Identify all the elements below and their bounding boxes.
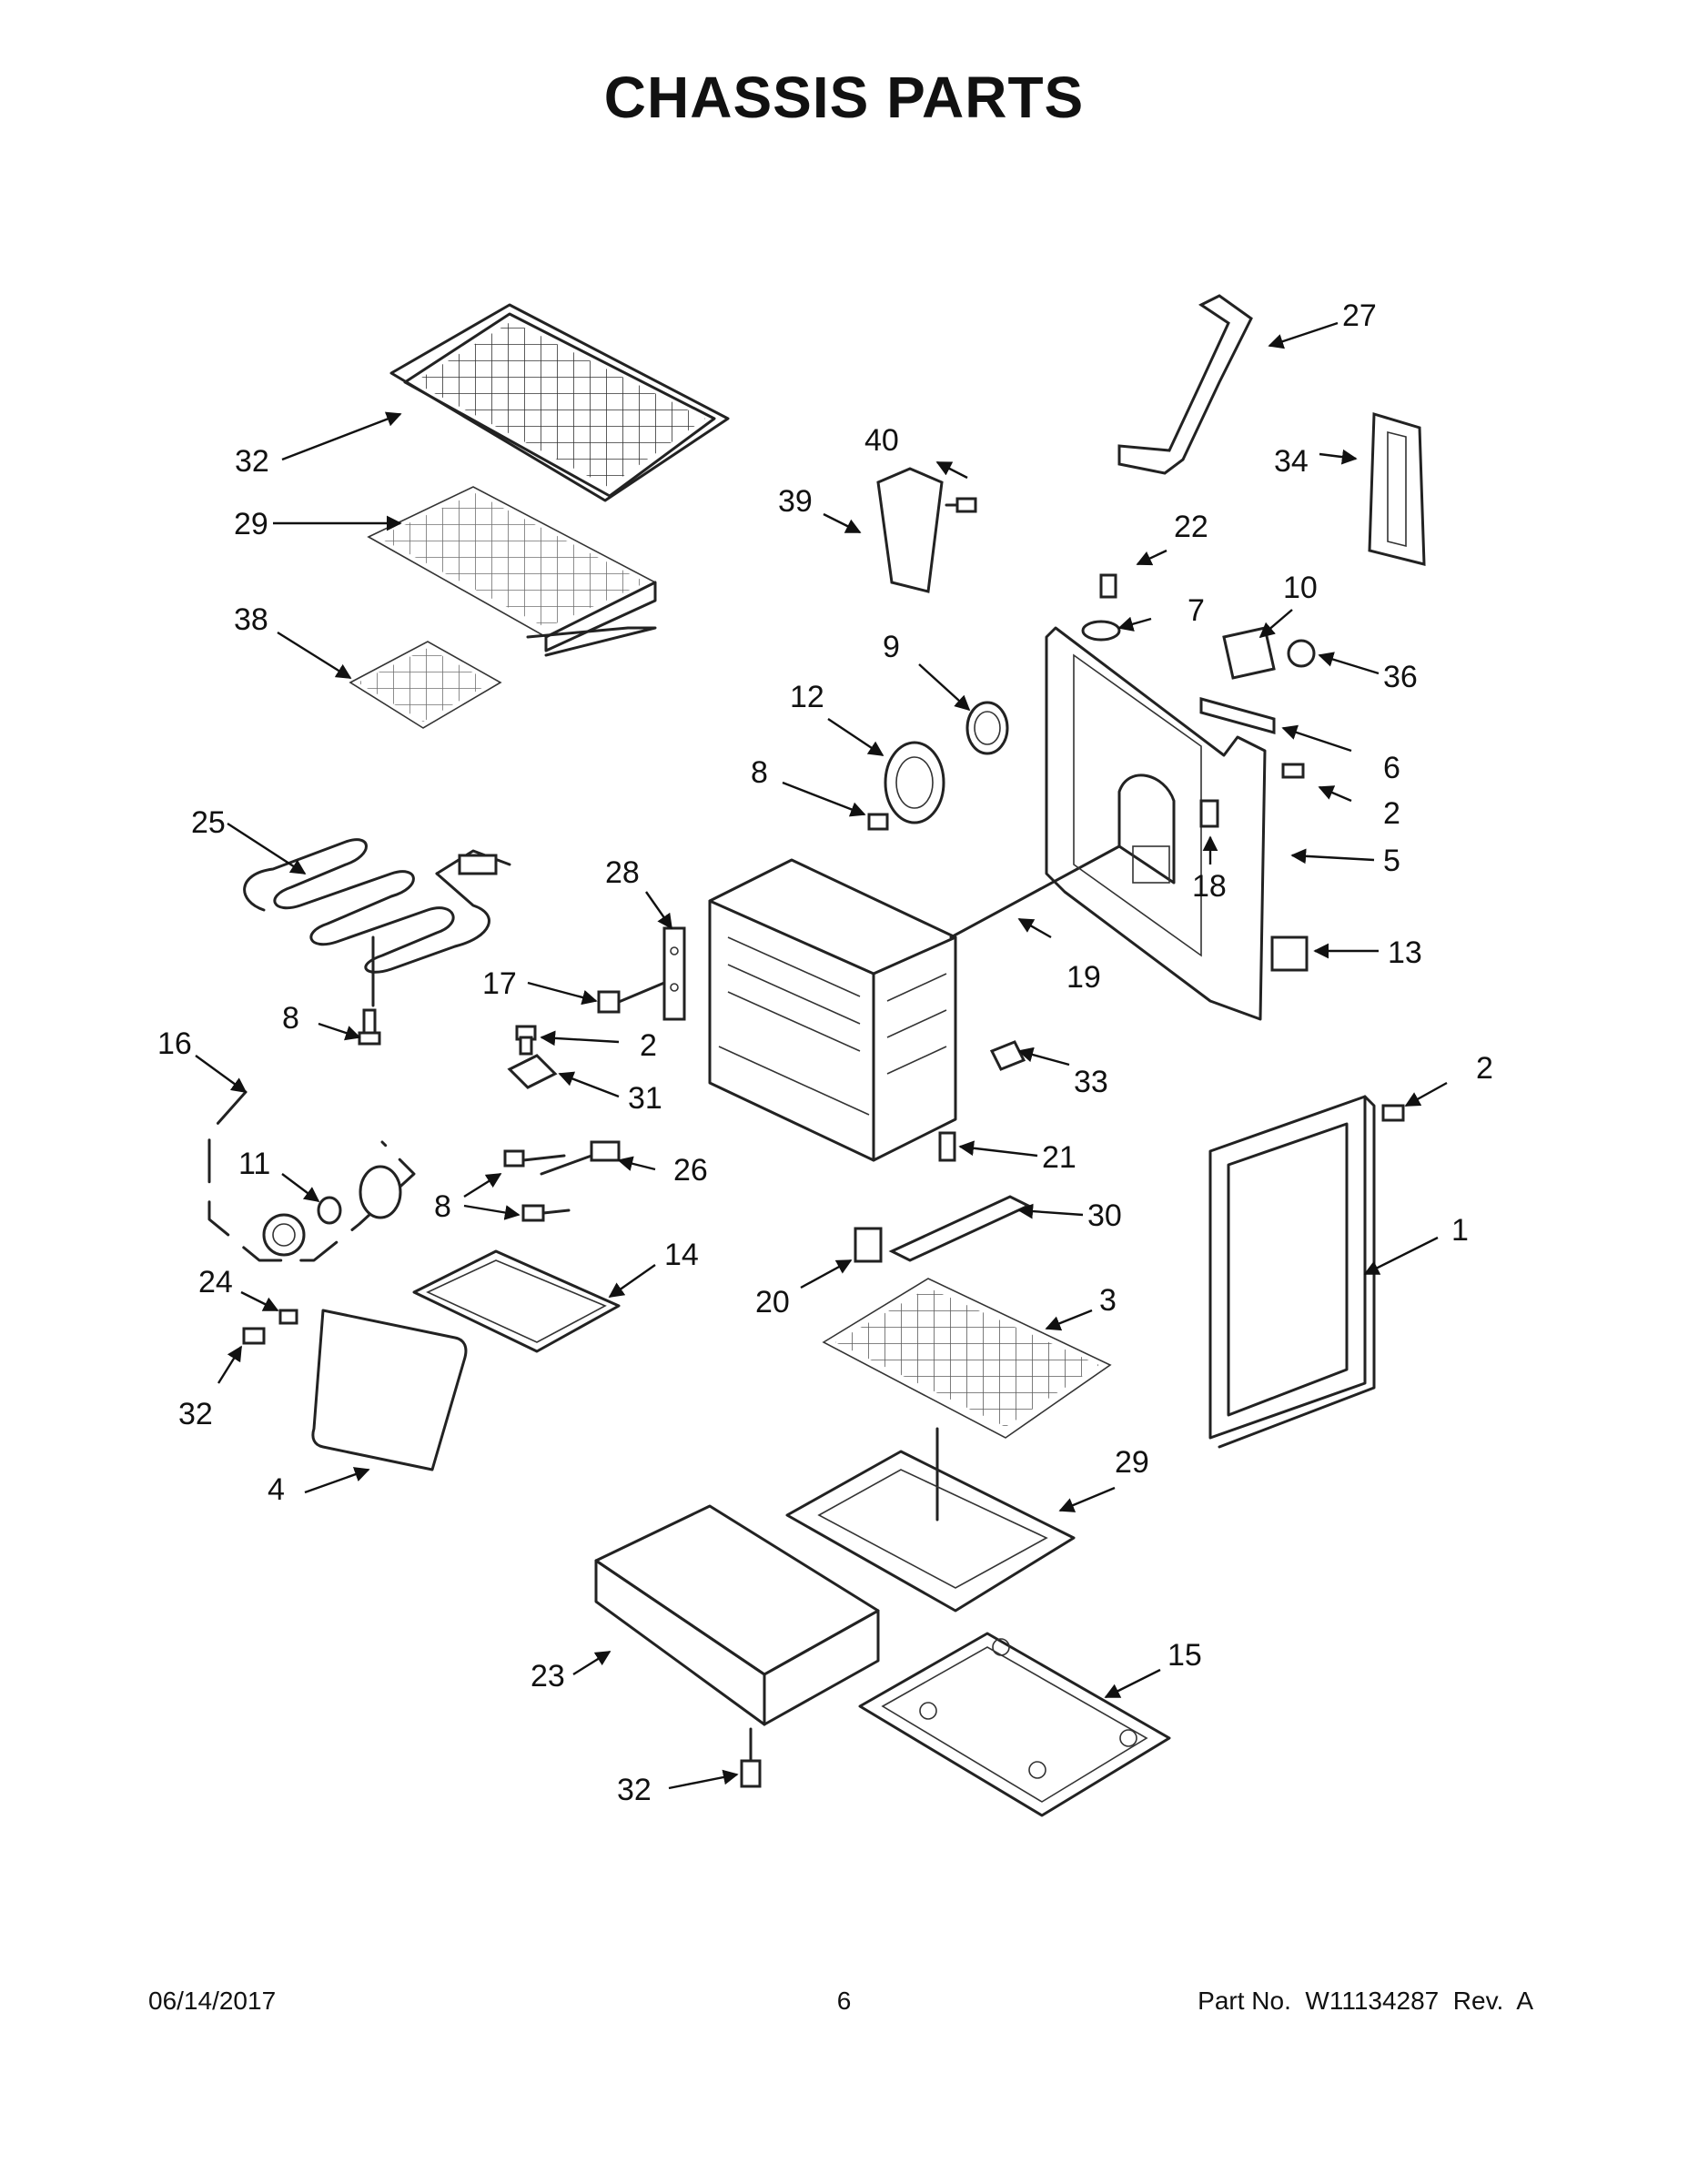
bottom-panel-15-illustration bbox=[858, 1632, 1171, 1817]
callout-30: 30 bbox=[1087, 1198, 1122, 1233]
latch-20-illustration bbox=[854, 1227, 883, 1263]
rail-30-illustration bbox=[888, 1195, 1032, 1262]
sensor-illustration bbox=[597, 981, 666, 1014]
callout-4: 4 bbox=[268, 1472, 285, 1507]
callout-37: 32 bbox=[235, 444, 269, 479]
sensor-26-illustration bbox=[540, 1140, 621, 1176]
callout-39: 39 bbox=[778, 484, 813, 519]
screw-2-right-illustration bbox=[1281, 763, 1305, 779]
callout-24: 24 bbox=[198, 1265, 233, 1299]
callout-2-lower-right: 2 bbox=[1476, 1051, 1493, 1086]
callout-13: 13 bbox=[1388, 935, 1422, 970]
bracket-6-illustration bbox=[1199, 697, 1276, 734]
callout-6: 6 bbox=[1383, 751, 1400, 785]
callout-19: 19 bbox=[1066, 960, 1101, 995]
callout-36: 36 bbox=[1383, 660, 1418, 694]
footer-date: 06/14/2017 bbox=[148, 1987, 277, 2015]
callout-26: 26 bbox=[673, 1153, 708, 1188]
callout-20: 20 bbox=[755, 1285, 790, 1320]
screw-2-mid-illustration bbox=[515, 1025, 537, 1056]
footer-page-number: 6 bbox=[836, 1987, 852, 2015]
callout-labels: 32 29 38 25 28 17 8 2 31 16 11 26 8 14 2… bbox=[157, 298, 1493, 1807]
callout-11: 11 bbox=[238, 1147, 270, 1181]
oven-rack-top-illustration bbox=[389, 303, 730, 502]
callout-31: 31 bbox=[628, 1081, 662, 1116]
clip-34-illustration bbox=[989, 1040, 1026, 1071]
callout-22: 22 bbox=[1174, 510, 1208, 544]
bottom-pan-29-illustration bbox=[785, 1450, 1076, 1613]
screw-2-lower-right-illustration bbox=[1381, 1104, 1405, 1122]
callout-35: 34 bbox=[1274, 444, 1309, 479]
callout-1: 1 bbox=[1451, 1213, 1469, 1248]
bake-element-illustration bbox=[243, 838, 511, 1007]
callout-32-left: 32 bbox=[178, 1397, 213, 1431]
clip-18-illustration bbox=[1199, 799, 1219, 828]
callout-2-mid: 2 bbox=[640, 1028, 657, 1063]
screw-40-illustration bbox=[945, 497, 977, 513]
screw-22-illustration bbox=[1099, 573, 1117, 599]
callout-3: 3 bbox=[1099, 1283, 1117, 1318]
screw-8-mid-illustration bbox=[867, 813, 889, 831]
callout-17: 17 bbox=[482, 966, 517, 1001]
callout-12: 12 bbox=[790, 680, 824, 714]
callout-27: 27 bbox=[1342, 298, 1377, 333]
fan-12-illustration bbox=[884, 741, 945, 824]
callout-9: 9 bbox=[883, 630, 900, 664]
callout-2-right: 2 bbox=[1383, 796, 1400, 831]
bracket-31-illustration bbox=[507, 1054, 558, 1089]
screw-32-bottom-illustration bbox=[740, 1759, 762, 1788]
bracket-35-illustration bbox=[1368, 412, 1426, 566]
bracket-13-illustration bbox=[1270, 935, 1309, 972]
callout-18: 18 bbox=[1192, 869, 1227, 904]
half-rack-illustration bbox=[349, 641, 502, 729]
oven-cavity-illustration bbox=[708, 858, 957, 1162]
bracket-39-illustration bbox=[876, 467, 944, 593]
light-socket-11-illustration bbox=[262, 1165, 402, 1257]
footer-part-number: Part No. W11134287 Rev. A bbox=[1198, 1987, 1533, 2015]
broil-element-14-illustration bbox=[412, 1249, 621, 1353]
callout-40: 40 bbox=[864, 423, 899, 458]
screw-8-lower-illustration bbox=[503, 1149, 571, 1222]
brace-27-illustration bbox=[1117, 294, 1253, 475]
callout-21: 21 bbox=[1042, 1140, 1076, 1175]
callout-5: 5 bbox=[1383, 844, 1400, 878]
page-title: CHASSIS PARTS bbox=[603, 65, 1085, 130]
rack-3-illustration bbox=[822, 1278, 1112, 1522]
callout-34: 33 bbox=[1074, 1065, 1108, 1099]
callout-7: 7 bbox=[1188, 593, 1205, 628]
callout-15: 15 bbox=[1167, 1638, 1202, 1673]
leader-lines bbox=[195, 321, 1448, 1790]
light-assembly-16-illustration bbox=[207, 1090, 416, 1262]
screw-8-left-illustration bbox=[358, 1008, 381, 1046]
callout-25: 25 bbox=[191, 805, 226, 840]
callout-23: 23 bbox=[531, 1659, 565, 1694]
spring-21-illustration bbox=[938, 1131, 956, 1162]
terminal-block-10-illustration bbox=[1222, 626, 1276, 680]
callout-28: 28 bbox=[605, 855, 640, 890]
screw-32-left-illustration bbox=[242, 1327, 266, 1345]
screw-24-illustration bbox=[278, 1309, 298, 1325]
callout-38: 38 bbox=[234, 602, 268, 637]
hinge-receiver-illustration bbox=[662, 926, 686, 1021]
callout-8-mid: 8 bbox=[751, 755, 768, 790]
cap-36-illustration bbox=[1287, 639, 1316, 668]
bracket-7-illustration bbox=[1081, 620, 1121, 642]
fan-cover-9-illustration bbox=[965, 701, 1009, 755]
callout-32-bottom: 32 bbox=[617, 1773, 652, 1807]
callout-29: 29 bbox=[1115, 1445, 1149, 1480]
callout-16: 16 bbox=[157, 1026, 192, 1061]
callout-10: 10 bbox=[1283, 571, 1318, 605]
rear-chassis-frame-illustration bbox=[1045, 626, 1267, 1021]
callout-8-left: 8 bbox=[282, 1001, 299, 1036]
callout-8-lower: 8 bbox=[434, 1189, 451, 1224]
callout-14: 14 bbox=[664, 1238, 699, 1272]
oven-rack-mid-illustration bbox=[367, 486, 657, 657]
side-panel-1-illustration bbox=[1208, 1095, 1376, 1449]
callout-33: 29 bbox=[234, 507, 268, 541]
gasket-4-illustration bbox=[311, 1309, 468, 1471]
drawer-23-illustration bbox=[594, 1504, 880, 1763]
